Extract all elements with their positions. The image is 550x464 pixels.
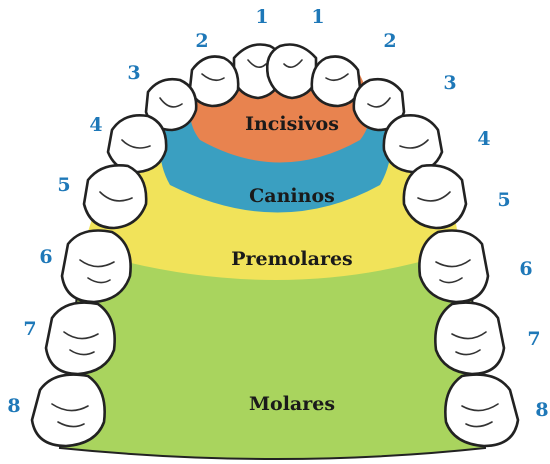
tooth-right-5 [404,165,466,228]
label-caninos: Caninos [249,185,335,207]
tooth-right-2 [312,57,360,107]
tooth-left-5 [84,165,146,228]
number-left-1: 1 [255,6,268,28]
tooth-left-8 [32,375,105,446]
tooth-right-7 [435,303,504,374]
number-right-6: 6 [519,258,532,280]
label-premolares: Premolares [231,248,353,270]
number-right-3: 3 [443,72,456,94]
number-left-4: 4 [89,114,102,136]
tooth-left-7 [46,303,115,374]
number-left-7: 7 [23,318,36,340]
number-right-2: 2 [383,30,396,52]
tooth-right-8 [445,375,518,446]
number-left-6: 6 [39,246,52,268]
number-left-8: 8 [7,395,20,417]
tooth-right-4 [384,115,442,172]
tooth-right-6 [419,231,488,303]
label-incisivos: Incisivos [245,113,339,135]
number-left-5: 5 [57,174,70,196]
label-molares: Molares [249,393,335,415]
tooth-right-1 [267,45,316,99]
number-right-8: 8 [535,399,548,421]
number-left-3: 3 [127,62,140,84]
tooth-left-6 [62,231,131,303]
tooth-left-2 [190,57,238,107]
number-right-5: 5 [497,189,510,211]
number-right-7: 7 [527,328,540,350]
number-left-2: 2 [195,30,208,52]
tooth-left-4 [108,115,166,172]
number-right-4: 4 [477,128,490,150]
number-right-1: 1 [311,6,324,28]
